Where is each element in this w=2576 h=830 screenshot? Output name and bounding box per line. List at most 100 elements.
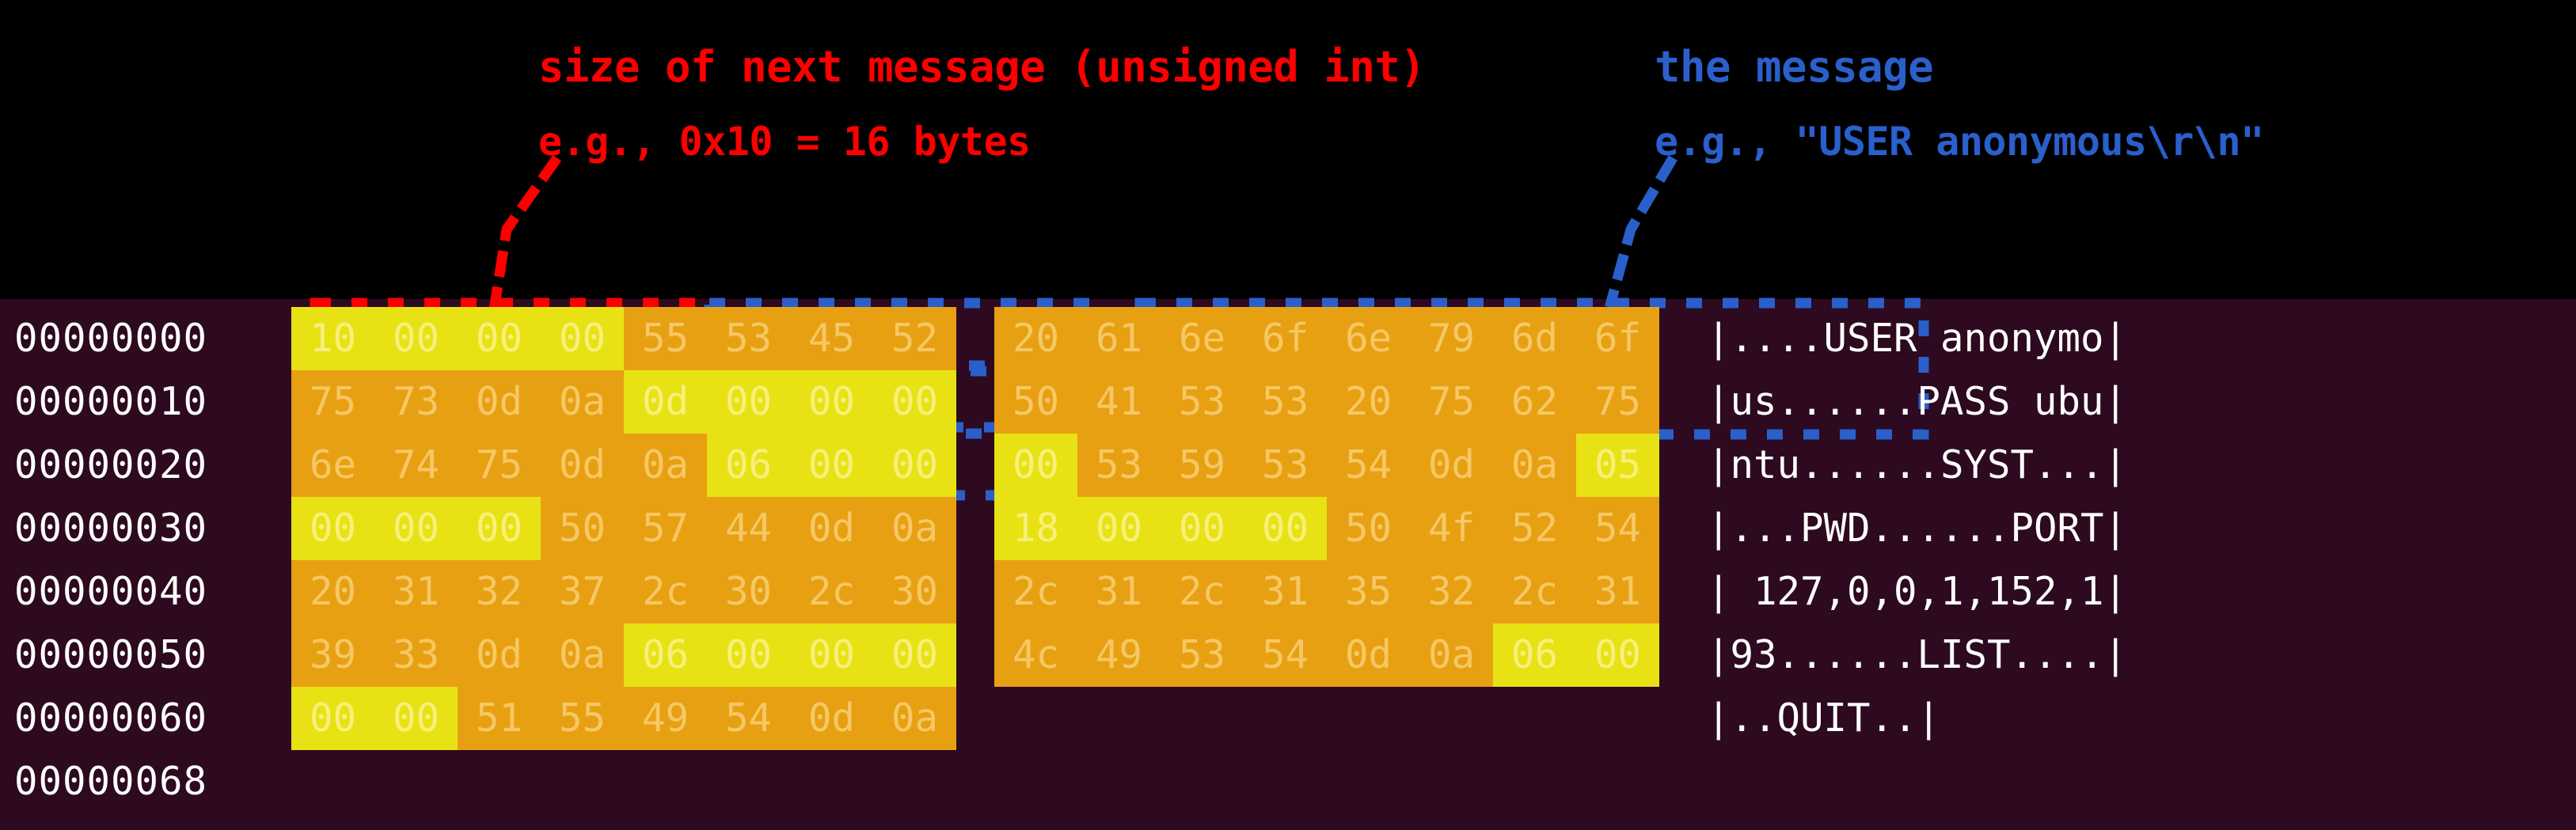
hex-byte: 41 bbox=[1077, 370, 1161, 434]
hex-byte: 00 bbox=[374, 687, 458, 750]
ascii-column: |us......PASS ubu| bbox=[1707, 379, 2128, 424]
hex-byte: 20 bbox=[291, 560, 374, 623]
hex-byte: 30 bbox=[707, 560, 790, 623]
hex-byte: 53 bbox=[707, 307, 790, 370]
hex-byte: 37 bbox=[541, 560, 624, 623]
ascii-column: | 127,0,0,1,152,1| bbox=[1707, 569, 2128, 614]
hex-byte: 75 bbox=[291, 370, 374, 434]
hex-byte: 00 bbox=[873, 623, 956, 687]
hex-byte: 0a bbox=[541, 623, 624, 687]
row-offset: 00000040 bbox=[14, 569, 208, 614]
hex-byte: 54 bbox=[1244, 623, 1327, 687]
message-annotation-line1: the message bbox=[1655, 42, 1934, 92]
hex-byte: 61 bbox=[1077, 307, 1161, 370]
hex-byte: 06 bbox=[624, 623, 707, 687]
ascii-column: |...PWD......PORT| bbox=[1707, 506, 2128, 551]
hex-byte: 53 bbox=[1161, 623, 1244, 687]
hex-byte: 6f bbox=[1244, 307, 1327, 370]
hex-byte: 31 bbox=[1576, 560, 1659, 623]
hex-byte: 33 bbox=[374, 623, 458, 687]
hex-byte: 00 bbox=[1576, 623, 1659, 687]
hex-byte: 51 bbox=[458, 687, 541, 750]
hexdump-end-row: 00000068 bbox=[14, 750, 2127, 813]
hex-byte: 75 bbox=[1576, 370, 1659, 434]
hex-byte: 0a bbox=[541, 370, 624, 434]
hex-group-separator bbox=[956, 307, 994, 370]
hex-byte: 53 bbox=[1244, 434, 1327, 497]
hex-byte: 59 bbox=[1161, 434, 1244, 497]
hex-byte: 00 bbox=[291, 497, 374, 560]
hex-byte: 35 bbox=[1327, 560, 1410, 623]
hex-byte: 0d bbox=[458, 623, 541, 687]
hex-byte: 49 bbox=[1077, 623, 1161, 687]
hex-byte: 2c bbox=[624, 560, 707, 623]
hex-byte: 6d bbox=[1493, 307, 1576, 370]
hex-byte: 55 bbox=[541, 687, 624, 750]
hex-byte: 0a bbox=[873, 497, 956, 560]
hex-group-separator bbox=[956, 497, 994, 560]
hex-byte: 0a bbox=[624, 434, 707, 497]
hex-byte: 52 bbox=[873, 307, 956, 370]
row-offset: 00000020 bbox=[14, 442, 208, 487]
length-annotation-line1: size of next message (unsigned int) bbox=[538, 42, 1426, 92]
hex-byte: 57 bbox=[624, 497, 707, 560]
row-offset: 00000010 bbox=[14, 379, 208, 424]
row-offset: 00000030 bbox=[14, 506, 208, 551]
hex-byte: 74 bbox=[374, 434, 458, 497]
hex-byte: 39 bbox=[291, 623, 374, 687]
hex-byte: 2c bbox=[790, 560, 873, 623]
hex-byte: 75 bbox=[458, 434, 541, 497]
hex-byte: 00 bbox=[790, 370, 873, 434]
hex-byte: 6f bbox=[1576, 307, 1659, 370]
hex-group-separator bbox=[956, 434, 994, 497]
hex-byte: 00 bbox=[1244, 497, 1327, 560]
hex-byte: 00 bbox=[458, 497, 541, 560]
hex-byte: 50 bbox=[994, 370, 1077, 434]
hex-byte: 00 bbox=[1077, 497, 1161, 560]
hex-group-separator bbox=[956, 560, 994, 623]
hex-byte: 0d bbox=[541, 434, 624, 497]
ascii-column: |93......LIST....| bbox=[1707, 632, 2128, 677]
hex-byte: 00 bbox=[873, 434, 956, 497]
top-background bbox=[0, 0, 2576, 299]
hex-byte: 50 bbox=[541, 497, 624, 560]
hex-byte: 0a bbox=[873, 687, 956, 750]
hex-group-separator bbox=[956, 623, 994, 687]
length-annotation: size of next message (unsigned int) e.g.… bbox=[538, 14, 1426, 193]
hex-byte: 54 bbox=[707, 687, 790, 750]
hex-byte: 31 bbox=[1077, 560, 1161, 623]
hex-group-separator bbox=[956, 370, 994, 434]
hex-byte: 00 bbox=[707, 623, 790, 687]
hex-byte: 00 bbox=[790, 434, 873, 497]
hex-byte: 79 bbox=[1410, 307, 1493, 370]
hex-byte: 00 bbox=[458, 307, 541, 370]
hex-byte: 6e bbox=[1161, 307, 1244, 370]
hex-byte: 00 bbox=[994, 434, 1077, 497]
hex-byte: 06 bbox=[1493, 623, 1576, 687]
hex-byte: 49 bbox=[624, 687, 707, 750]
hex-byte: 0d bbox=[790, 687, 873, 750]
hex-byte: 31 bbox=[374, 560, 458, 623]
hex-byte: 00 bbox=[790, 623, 873, 687]
hex-byte: 62 bbox=[1493, 370, 1576, 434]
hex-byte: 44 bbox=[707, 497, 790, 560]
ascii-column: |ntu......SYST...| bbox=[1707, 442, 2128, 487]
hex-byte: 73 bbox=[374, 370, 458, 434]
hex-byte: 53 bbox=[1161, 370, 1244, 434]
hex-byte: 6e bbox=[291, 434, 374, 497]
